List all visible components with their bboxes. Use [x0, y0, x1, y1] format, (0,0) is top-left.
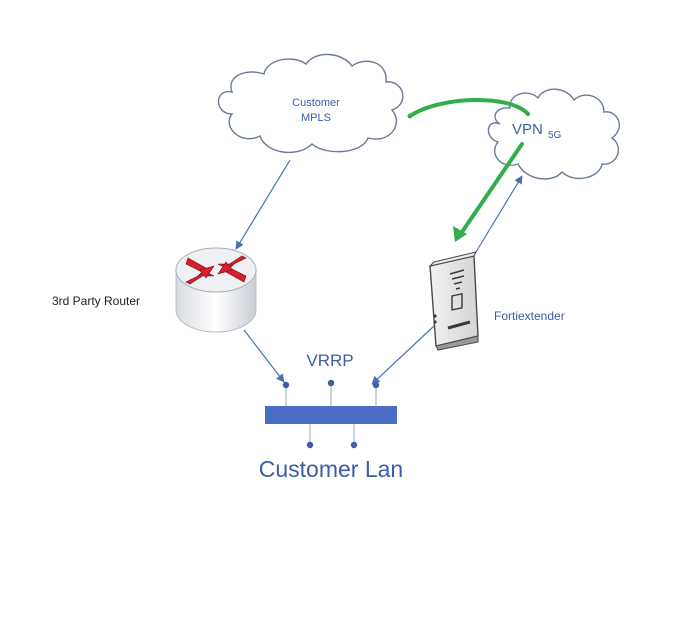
router-icon — [175, 247, 257, 333]
link-extender-lan — [371, 325, 435, 385]
mpls-cloud-label-line1: Customer — [292, 97, 340, 109]
fortiextender-icon — [428, 251, 479, 351]
customer-lan-label: Customer Lan — [259, 456, 403, 482]
mpls-cloud: Customer MPLS — [217, 53, 404, 154]
green-tunnel-mpls-vpn — [408, 98, 530, 118]
fortiextender-label: Fortiextender — [494, 309, 565, 323]
lan-bus — [265, 379, 397, 449]
vpn-cloud-label: VPN — [512, 121, 543, 138]
green-arrow-vpn-extender — [453, 142, 524, 242]
link-router-lan — [243, 329, 285, 383]
link-extender-vpn — [475, 175, 523, 253]
link-mpls-router — [235, 159, 291, 250]
green-tunnel-endpoint — [407, 113, 413, 119]
router-label: 3rd Party Router — [52, 294, 140, 308]
vrrp-label: VRRP — [306, 351, 353, 370]
vpn-cloud-sub-label: 5G — [548, 130, 562, 141]
vpn-cloud: VPN 5G — [487, 88, 621, 180]
mpls-cloud-label-line2: MPLS — [301, 112, 331, 124]
